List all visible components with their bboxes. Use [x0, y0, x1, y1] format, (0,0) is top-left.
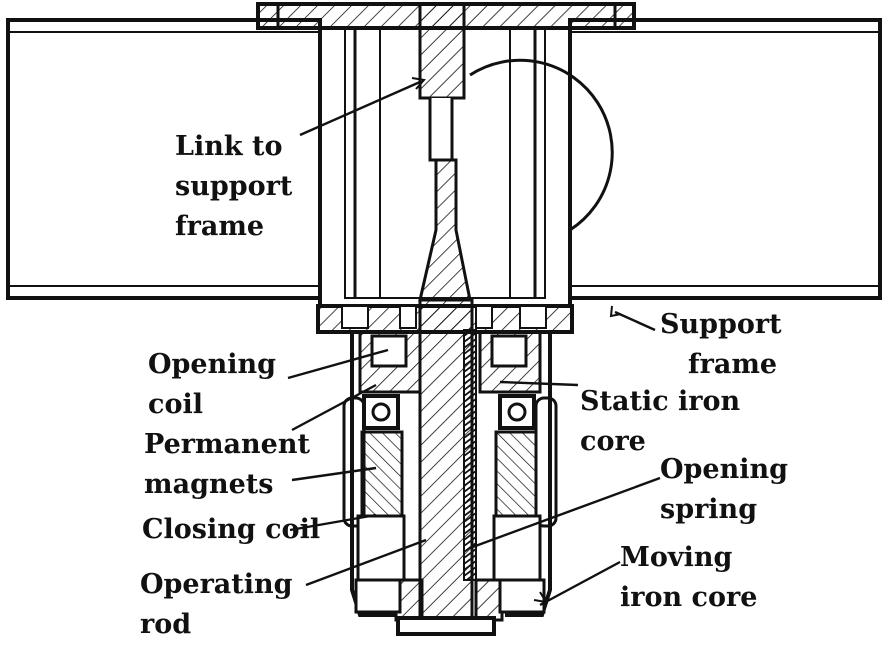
label-operating-rod: Operating rod [140, 569, 293, 640]
moving-iron-core [354, 578, 546, 622]
label-closing-coil: Closing coil [142, 514, 321, 545]
label-opening-spring: Opening spring [660, 454, 788, 525]
operating-rod [396, 298, 496, 636]
label-permanent-magnets: Permanent magnets [144, 429, 310, 500]
label-link-to-support-frame: Link to support frame [175, 131, 293, 242]
label-moving-iron-core: Moving iron core [620, 542, 758, 613]
label-static-iron-core: Static iron core [580, 386, 741, 457]
link-to-support-frame [418, 2, 472, 302]
leader-lines [287, 77, 661, 607]
label-support-frame: Support frame [660, 309, 782, 380]
label-opening-coil: Opening coil [148, 349, 276, 420]
